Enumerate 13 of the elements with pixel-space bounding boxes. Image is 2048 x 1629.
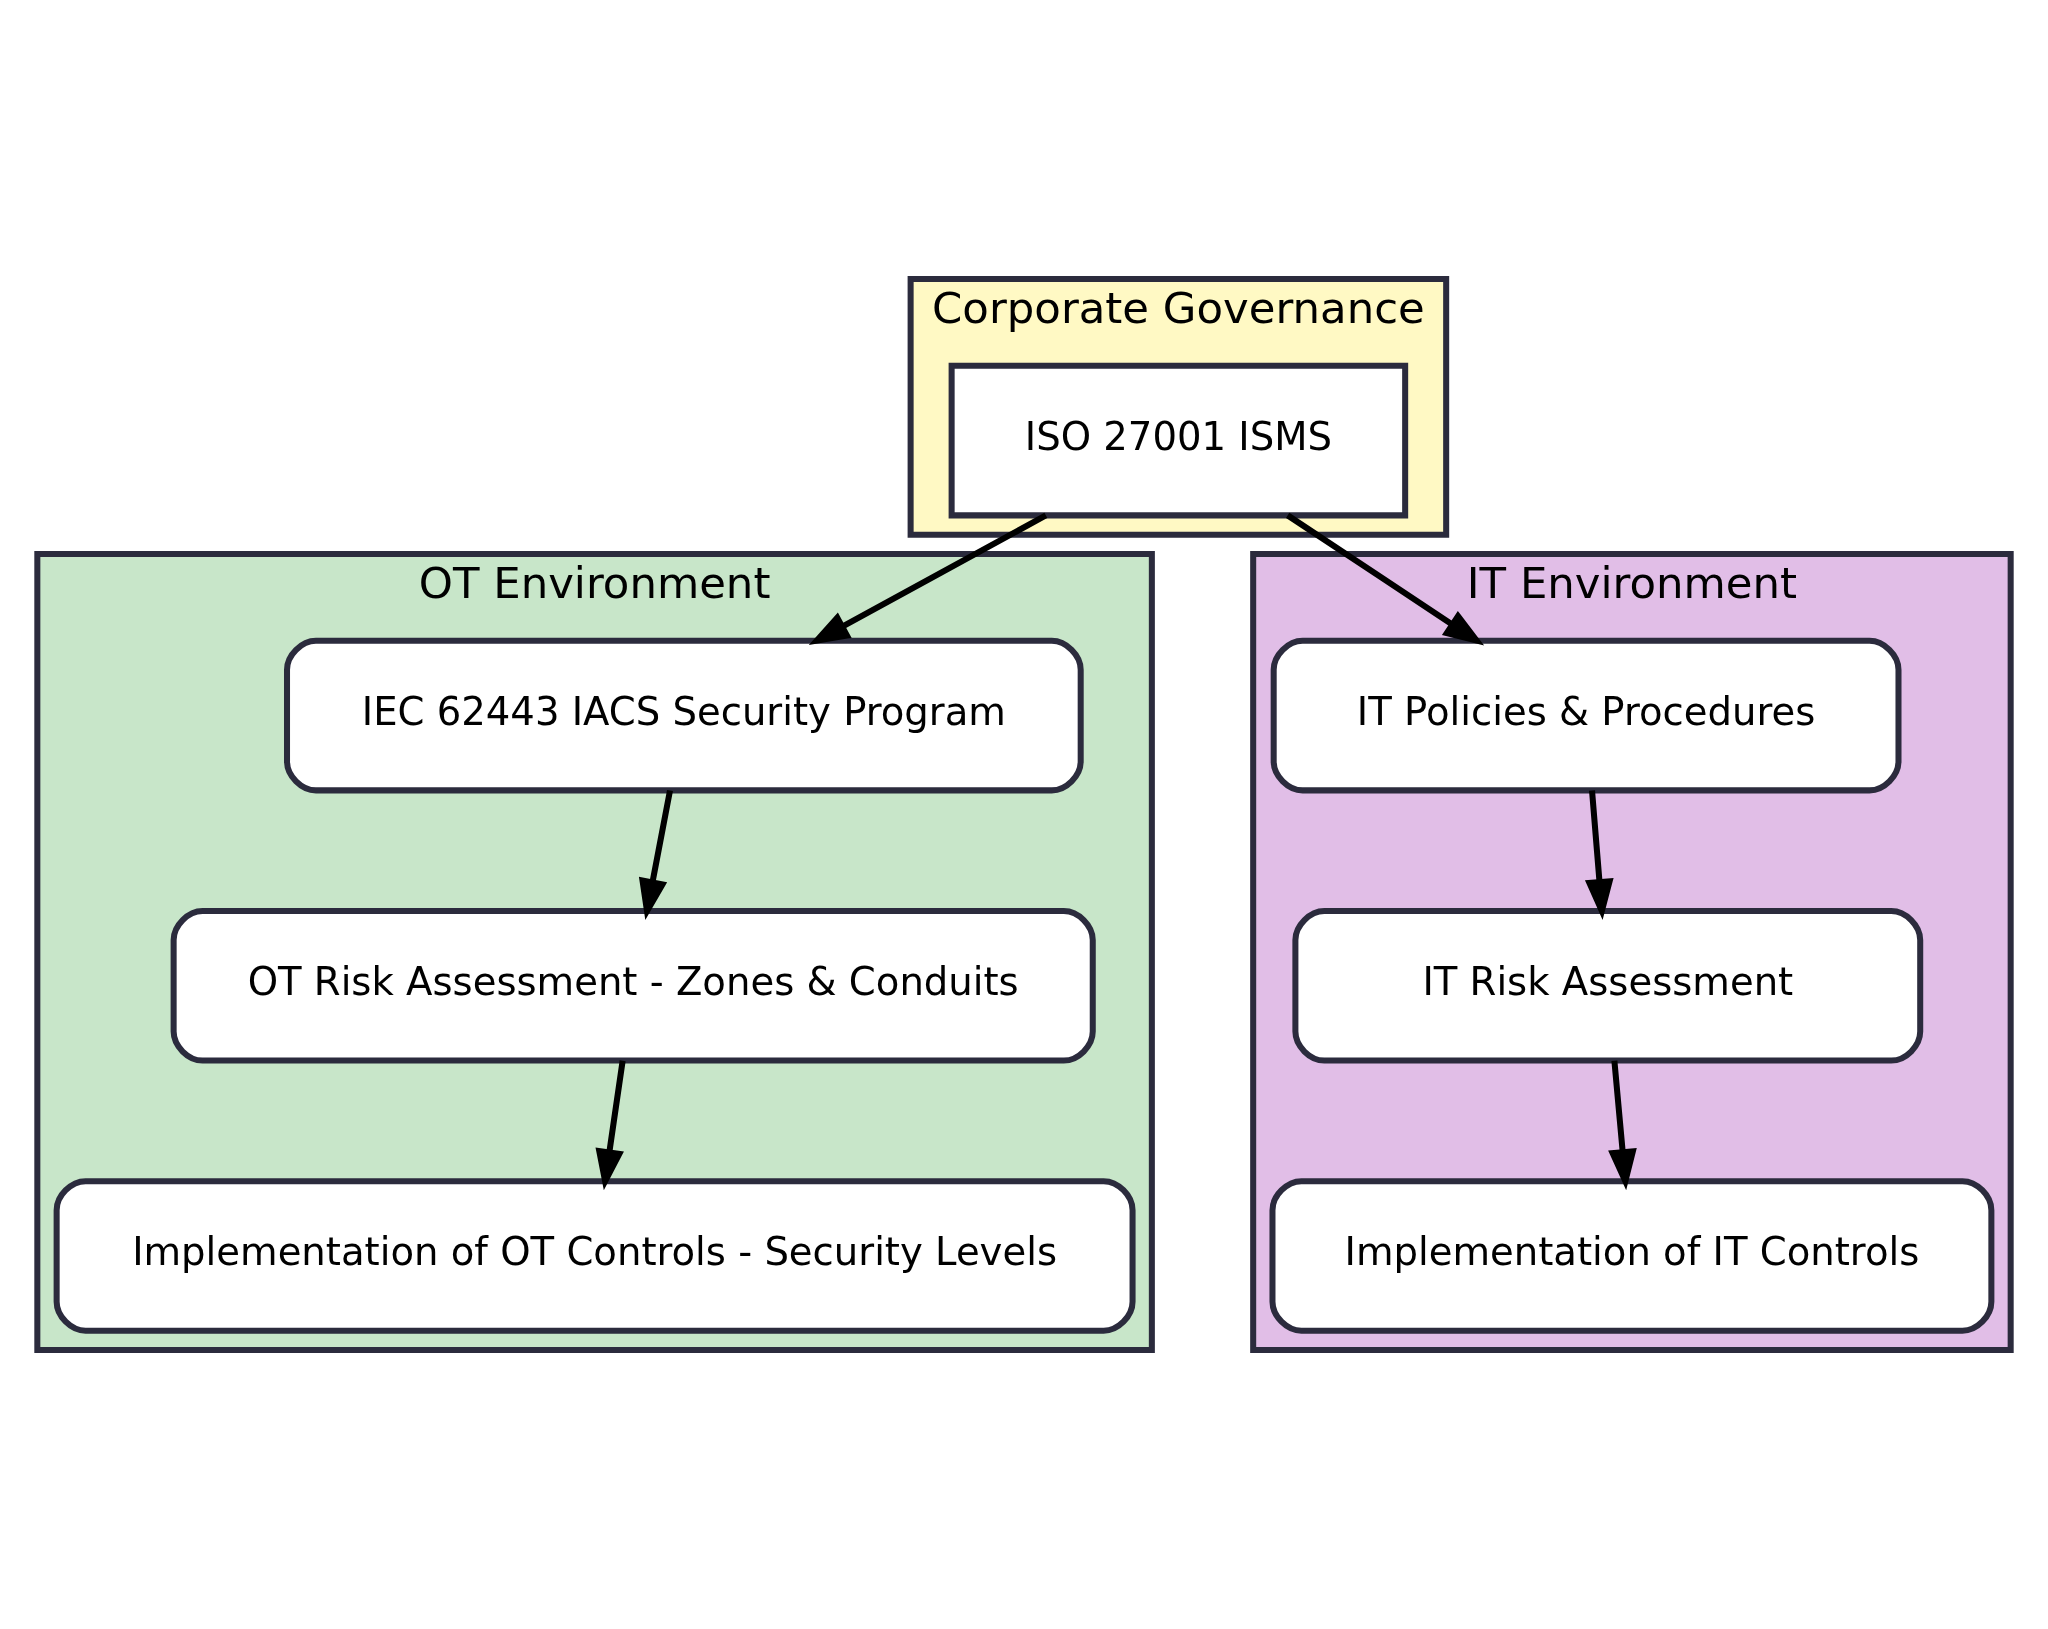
arrow [1584, 790, 1614, 921]
arrow [808, 512, 1048, 645]
node-box: IEC 62443 IACS Security Program [284, 637, 1084, 794]
node-box: Implementation of OT Controls - Security Levels [53, 1178, 1136, 1334]
node-box: OT Risk Assessment - Zones & Conduits [170, 908, 1096, 1064]
arrow [638, 789, 673, 920]
node-box: IT Policies & Procedures [1270, 637, 1902, 794]
arrow [1286, 512, 1485, 646]
node-box: IT Risk Assessment [1292, 908, 1924, 1064]
node-box: Implementation of IT Controls [1269, 1178, 1995, 1334]
node-box: ISO 27001 ISMS [948, 362, 1409, 519]
arrow [595, 1060, 626, 1191]
arrow [1608, 1060, 1637, 1191]
